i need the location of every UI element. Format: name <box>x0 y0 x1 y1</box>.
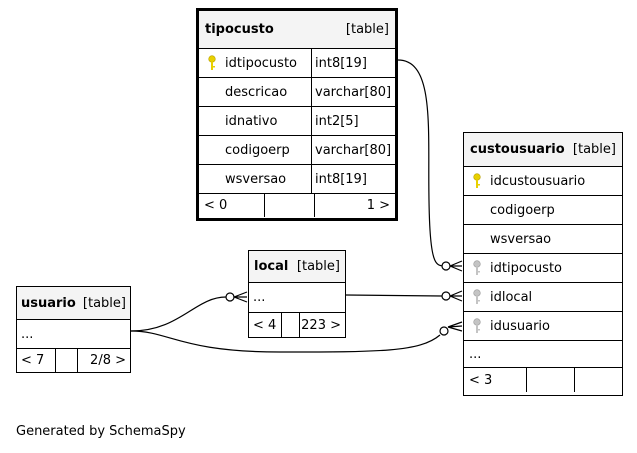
relationship-tipocusto-custousuario <box>397 59 445 267</box>
table-custousuario[interactable]: custousuario [table] idcustousuario codi… <box>463 132 623 396</box>
column-type: int8[19] <box>311 165 395 193</box>
table-row: idtipocusto <box>464 254 622 283</box>
relationship-usuario-local <box>130 296 227 332</box>
parents-count[interactable]: < 4 <box>253 317 277 333</box>
relationship-end-circle <box>439 326 449 336</box>
relationship-local-custousuario <box>345 294 443 297</box>
column-type: varchar[80] <box>311 136 395 164</box>
children-count <box>574 368 622 392</box>
more-columns-row: ... <box>17 320 130 349</box>
crowfoot-icon <box>449 290 463 302</box>
table-kind: [table] <box>345 22 389 37</box>
generated-by-credit: Generated by SchemaSpy <box>16 424 186 439</box>
footer-spacer <box>526 368 574 392</box>
footer-spacer <box>55 349 77 372</box>
parents-count[interactable]: < 3 <box>469 372 493 388</box>
table-row: idtipocusto int8[19] <box>199 49 395 78</box>
children-count[interactable]: 1 > <box>314 194 395 217</box>
table-row: idnativo int2[5] <box>199 107 395 136</box>
column-name: idcustousuario <box>490 173 586 189</box>
column-name: descricao <box>225 84 288 100</box>
parents-count[interactable]: < 7 <box>21 353 45 368</box>
table-footer: < 0 1 > <box>199 194 395 217</box>
foreign-key-icon <box>464 283 490 311</box>
crowfoot-icon <box>233 291 248 303</box>
table-footer: < 4 223 > <box>249 313 345 337</box>
table-header: custousuario [table] <box>464 133 622 167</box>
table-kind: [table] <box>296 259 340 274</box>
children-count[interactable]: 223 > <box>299 313 345 337</box>
table-row: idusuario <box>464 312 622 341</box>
relationship-end-circle <box>225 292 235 302</box>
relationship-usuario-custousuario <box>130 330 441 353</box>
table-local[interactable]: local [table] ... < 4 223 > <box>248 250 346 338</box>
table-header: local [table] <box>249 251 345 283</box>
crowfoot-icon <box>447 321 463 332</box>
children-count[interactable]: 2/8 > <box>77 349 130 372</box>
column-name: wsversao <box>225 171 287 187</box>
primary-key-icon <box>464 167 490 195</box>
crowfoot-icon <box>449 260 463 272</box>
column-name: idlocal <box>490 289 533 305</box>
more-columns: ... <box>253 290 266 305</box>
table-footer: < 3 <box>464 368 622 392</box>
table-row: codigoerp <box>464 196 622 225</box>
table-kind: [table] <box>82 295 126 311</box>
column-name: idtipocusto <box>490 260 562 276</box>
foreign-key-icon <box>464 254 490 282</box>
table-row: wsversao int8[19] <box>199 165 395 194</box>
table-row: idcustousuario <box>464 167 622 196</box>
column-name: idusuario <box>490 318 550 334</box>
more-columns-row: ... <box>464 341 622 368</box>
relationship-end-circle <box>441 261 451 271</box>
table-header: usuario [table] <box>17 287 130 320</box>
column-name: codigoerp <box>225 142 290 158</box>
column-type: int2[5] <box>311 107 395 135</box>
table-row: codigoerp varchar[80] <box>199 136 395 165</box>
relationship-end-circle <box>441 291 451 301</box>
table-name: usuario <box>21 295 76 311</box>
table-footer: < 7 2/8 > <box>17 349 130 372</box>
parents-count[interactable]: < 0 <box>204 198 228 213</box>
table-row: wsversao <box>464 225 622 254</box>
table-name: local <box>254 259 289 274</box>
column-type: int8[19] <box>311 49 395 77</box>
table-tipocusto[interactable]: tipocusto [table] idtipocusto int8[19] d… <box>196 8 398 221</box>
table-name: tipocusto <box>205 22 274 37</box>
table-usuario[interactable]: usuario [table] ... < 7 2/8 > <box>16 286 131 373</box>
column-name: wsversao <box>490 231 552 247</box>
primary-key-icon <box>199 49 225 77</box>
footer-spacer <box>281 313 299 337</box>
more-columns: ... <box>21 326 34 342</box>
column-name: codigoerp <box>490 202 555 218</box>
table-header: tipocusto [table] <box>199 11 395 49</box>
more-columns: ... <box>469 346 482 362</box>
column-name: idtipocusto <box>225 55 297 71</box>
column-type: varchar[80] <box>311 78 395 106</box>
table-row: idlocal <box>464 283 622 312</box>
column-name: idnativo <box>225 113 278 129</box>
more-columns-row: ... <box>249 283 345 313</box>
foreign-key-icon <box>464 312 490 340</box>
table-row: descricao varchar[80] <box>199 78 395 107</box>
table-name: custousuario <box>470 142 565 157</box>
footer-spacer <box>264 194 314 217</box>
table-kind: [table] <box>572 142 616 157</box>
